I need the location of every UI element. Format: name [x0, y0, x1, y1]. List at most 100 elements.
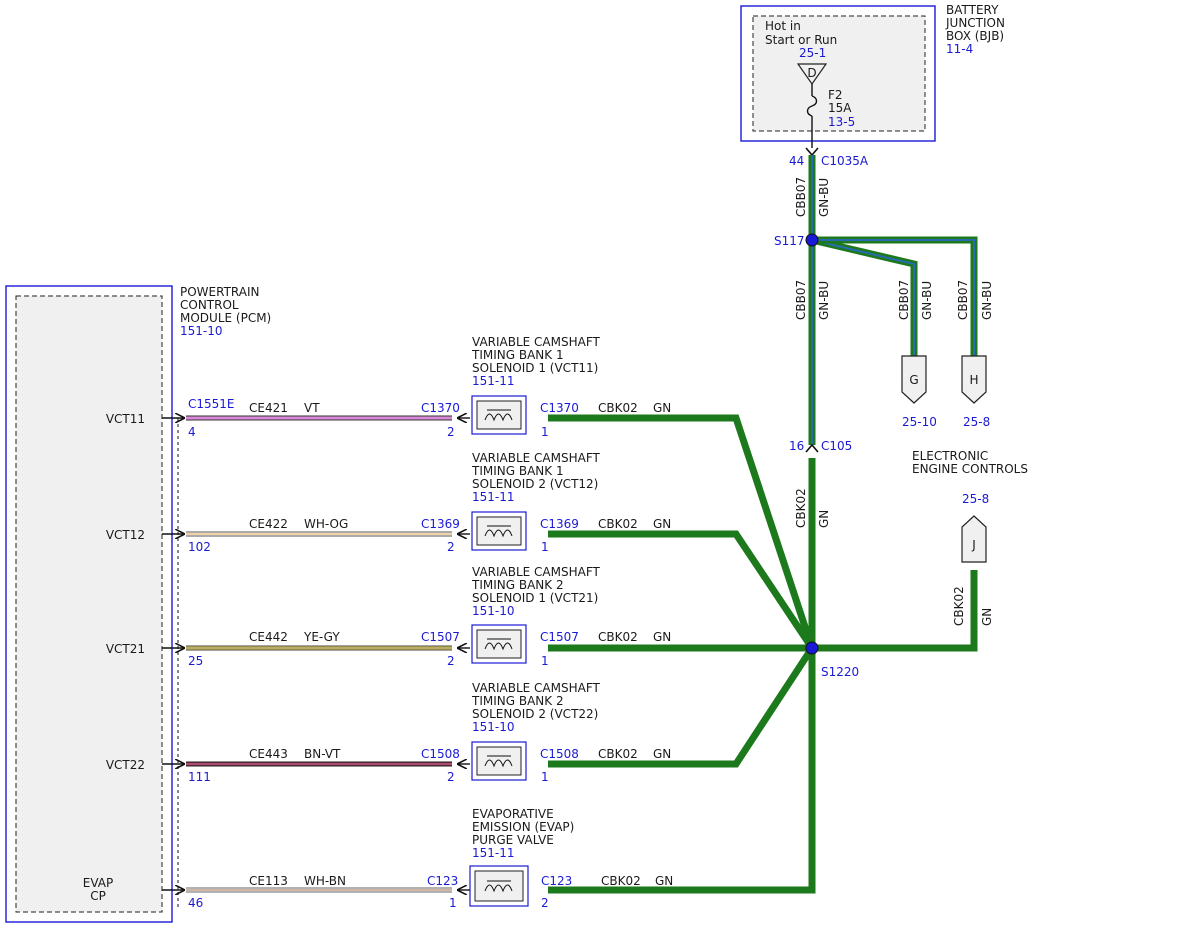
connector-c105: 16 C105 — [789, 439, 852, 453]
connector-j-letter: J — [971, 538, 976, 552]
bjb-title-3: BOX (BJB) — [946, 29, 1004, 43]
connector-g: G 25-10 — [901, 355, 937, 429]
component-title-2: TIMING BANK 1 — [471, 348, 564, 362]
wire-labels-row1: CE421 VT C1370 2 — [249, 401, 460, 439]
circuit-label: CE113 — [249, 874, 288, 888]
solenoid-vct11: VARIABLE CAMSHAFT TIMING BANK 1 SOLENOID… — [471, 335, 671, 439]
pcm-ref: 151-10 — [180, 324, 223, 338]
pcm-pin-name-line2: CP — [90, 889, 106, 903]
out-circuit: CBK02 — [598, 630, 638, 644]
component-title-3: SOLENOID 2 (VCT22) — [472, 707, 598, 721]
eec-ref: 25-8 — [962, 492, 989, 506]
out-circuit: CBK02 — [598, 517, 638, 531]
out-conn: C1507 — [540, 630, 579, 644]
pcm-pin-name: VCT12 — [106, 528, 145, 542]
feed-wire-circuit: CBB07 — [794, 177, 808, 217]
component-ref: 151-11 — [472, 374, 515, 388]
bjb-hot-1: Hot in — [765, 19, 801, 33]
component-title-1: VARIABLE CAMSHAFT — [472, 681, 601, 695]
out-circuit: CBK02 — [601, 874, 641, 888]
eec-title-1: ELECTRONIC — [912, 449, 988, 463]
fuse-rating: 15A — [828, 101, 852, 115]
solenoid-vct22: VARIABLE CAMSHAFT TIMING BANK 2 SOLENOID… — [471, 681, 671, 784]
component-title-1: VARIABLE CAMSHAFT — [472, 451, 601, 465]
bjb-title-1: BATTERY — [946, 3, 999, 17]
component-title-3: SOLENOID 1 (VCT21) — [472, 591, 598, 605]
eec-wire-circuit: CBK02 — [952, 586, 966, 626]
component-ref: 151-11 — [472, 846, 515, 860]
c1035a-name: C1035A — [821, 154, 869, 168]
circuit-label: CE443 — [249, 747, 288, 761]
pcm-pin-name: VCT22 — [106, 758, 145, 772]
pcm-pin-vct22: VCT22 111 — [106, 758, 211, 784]
electronic-engine-controls: ELECTRONIC ENGINE CONTROLS 25-8 J — [912, 449, 1028, 563]
pcm-title-2: CONTROL — [180, 298, 239, 312]
solenoid-vct12: VARIABLE CAMSHAFT TIMING BANK 1 SOLENOID… — [471, 451, 671, 554]
circuit-label: CE442 — [249, 630, 288, 644]
conn-label: C1508 — [421, 747, 460, 761]
c105-pin: 16 — [789, 439, 804, 453]
pcm-pin-name: VCT21 — [106, 642, 145, 656]
out-circuit: CBK02 — [598, 401, 638, 415]
branch-h-color: GN-BU — [980, 281, 994, 320]
fuse-ref: 13-5 — [828, 115, 855, 129]
branch-h-circuit: CBB07 — [956, 280, 970, 320]
component-title-1: VARIABLE CAMSHAFT — [472, 335, 601, 349]
pin-in-label: 2 — [447, 654, 455, 668]
circuit-label: CE421 — [249, 401, 288, 415]
connector-g-ref: 25-10 — [902, 415, 937, 429]
out-color: GN — [653, 630, 671, 644]
c105-name: C105 — [821, 439, 852, 453]
component-ref: 151-10 — [472, 604, 515, 618]
riser-wire-circuit: CBB07 — [794, 280, 808, 320]
color-label: WH-BN — [304, 874, 346, 888]
pin-out: 1 — [541, 654, 549, 668]
wire-labels-row4: CE443 BN-VT C1508 2 — [249, 747, 460, 784]
wire-labels-row3: CE442 YE-GY C1507 2 — [249, 630, 460, 668]
battery-junction-box: BATTERY JUNCTION BOX (BJB) 11-4 Hot in S… — [740, 3, 1005, 148]
s1220-label: S1220 — [821, 665, 859, 679]
fuse-name: F2 — [828, 88, 843, 102]
wire-labels-row5: CE113 WH-BN C123 1 — [249, 874, 458, 910]
out-color: GN — [653, 517, 671, 531]
component-title-1: EVAPORATIVE — [472, 807, 554, 821]
c1035a-pin: 44 — [789, 154, 804, 168]
lower-wire-circuit: CBK02 — [794, 488, 808, 528]
conn-label: C123 — [427, 874, 458, 888]
splice-s1220 — [805, 641, 819, 655]
connector-h-letter: H — [969, 373, 978, 387]
pcm-pin-vct21: VCT21 25 — [106, 642, 203, 668]
solenoid-vct21: VARIABLE CAMSHAFT TIMING BANK 2 SOLENOID… — [471, 565, 671, 668]
pcm-pin-name: VCT11 — [106, 412, 145, 426]
pcm-title-1: POWERTRAIN — [180, 285, 260, 299]
out-conn: C1508 — [540, 747, 579, 761]
component-title-1: VARIABLE CAMSHAFT — [472, 565, 601, 579]
component-title-2: EMISSION (EVAP) — [472, 820, 574, 834]
coil-icon — [484, 525, 513, 538]
circuit-label: CE422 — [249, 517, 288, 531]
gn-bu-wires — [808, 155, 978, 445]
component-title-3: SOLENOID 1 (VCT11) — [472, 361, 598, 375]
out-color: GN — [655, 874, 673, 888]
connector-j — [961, 515, 987, 563]
coil-icon — [484, 755, 513, 768]
riser-wire-color: GN-BU — [817, 281, 831, 320]
out-color: GN — [653, 401, 671, 415]
conn-label: C1369 — [421, 517, 460, 531]
pin-out: 1 — [541, 540, 549, 554]
component-title-2: TIMING BANK 2 — [471, 578, 564, 592]
pcm-module: POWERTRAIN CONTROL MODULE (PCM) 151-10 C… — [5, 285, 271, 923]
lower-wire-color: GN — [817, 510, 831, 528]
color-label: VT — [304, 401, 320, 415]
pcm-pin-number: 102 — [188, 540, 211, 554]
pin-out: 1 — [541, 770, 549, 784]
pcm-pin-number: 25 — [188, 654, 203, 668]
component-title-2: TIMING BANK 2 — [471, 694, 564, 708]
connector-d-triangle-icon — [796, 63, 828, 86]
pin-out: 2 — [541, 896, 549, 910]
bjb-title-2: JUNCTION — [945, 16, 1005, 30]
out-conn: C1369 — [540, 517, 579, 531]
wire-labels-row2: CE422 WH-OG C1369 2 — [249, 517, 460, 554]
pcm-connector: C1551E — [188, 397, 235, 411]
pcm-pin-name-line1: EVAP — [83, 876, 113, 890]
